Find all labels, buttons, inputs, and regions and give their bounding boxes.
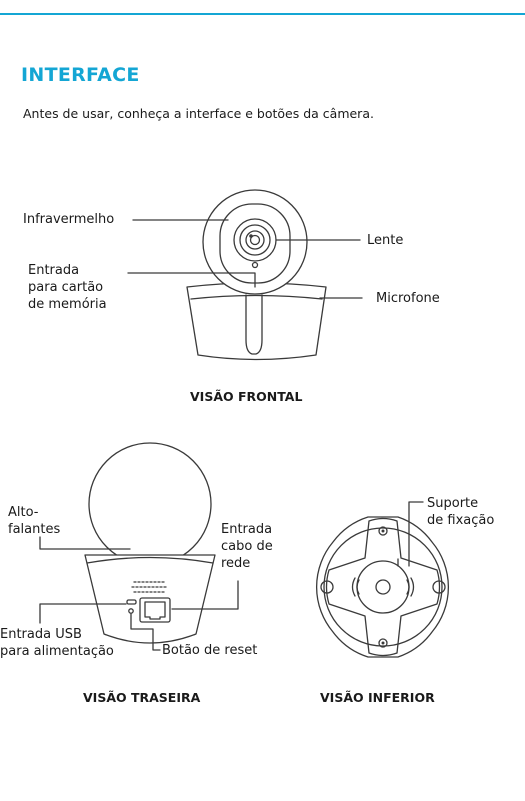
label-memory-card-1: Entrada xyxy=(28,263,80,278)
label-usb-2: para alimentação xyxy=(0,644,114,659)
leader-memory-card xyxy=(127,272,256,288)
bottom-camera-illustration xyxy=(316,516,449,658)
leader-speakers xyxy=(39,536,131,550)
label-speakers-2: falantes xyxy=(8,522,61,537)
page-title: INTERFACE xyxy=(21,64,140,86)
front-camera-illustration xyxy=(186,189,327,361)
label-infrared: Infravermelho xyxy=(23,212,115,227)
intro-text: Antes de usar, conheça a interface e bot… xyxy=(23,106,374,121)
label-speakers-1: Alto- xyxy=(8,505,39,520)
label-lens: Lente xyxy=(367,233,404,248)
label-network-1: Entrada xyxy=(221,522,273,537)
caption-bottom-view: VISÃO INFERIOR xyxy=(320,690,435,705)
leader-usb xyxy=(39,603,127,624)
label-microphone: Microfone xyxy=(376,291,440,306)
label-network-2: cabo de xyxy=(221,539,273,554)
label-reset: Botão de reset xyxy=(162,643,258,658)
label-memory-card-2: para cartão xyxy=(28,280,104,295)
caption-back-view: VISÃO TRASEIRA xyxy=(83,690,201,705)
caption-front-view: VISÃO FRONTAL xyxy=(190,389,303,404)
label-mount-1: Suporte xyxy=(427,496,479,511)
leader-mount xyxy=(408,501,424,567)
top-divider xyxy=(0,13,525,15)
back-camera-illustration xyxy=(84,442,216,644)
label-network-3: rede xyxy=(221,556,251,571)
leader-reset xyxy=(130,613,161,651)
label-usb-1: Entrada USB xyxy=(0,627,82,642)
label-mount-2: de fixação xyxy=(427,513,495,528)
leader-network xyxy=(171,580,239,610)
label-memory-card-3: de memória xyxy=(28,297,107,312)
